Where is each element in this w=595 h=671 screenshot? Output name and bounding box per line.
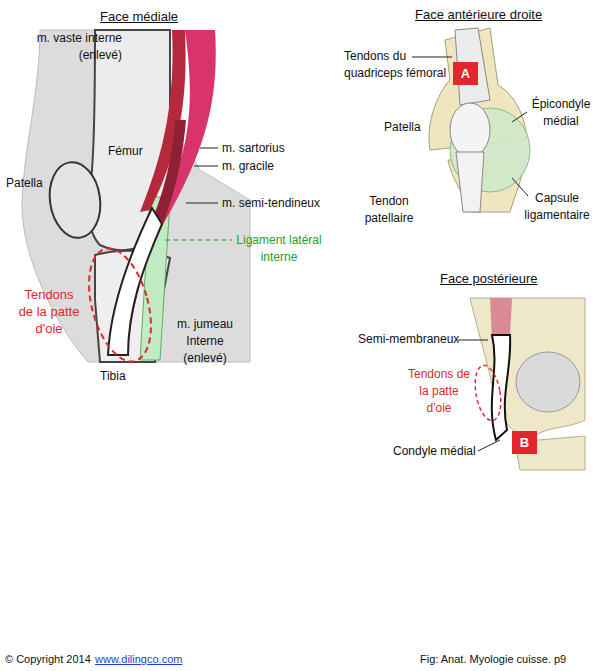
muscle-label: m. semi-tendineux — [222, 195, 320, 212]
figure-caption: Fig: Anat. Myologie cuisse. p9 — [420, 651, 566, 668]
bone-label: Épicondyle médial — [530, 96, 592, 130]
tendon-label: Tendon patellaire — [356, 193, 422, 227]
view-heading: Face médiale — [100, 8, 178, 25]
callout-box: A — [453, 62, 478, 85]
bone-label: Patella — [384, 119, 421, 136]
bone-label: Patella — [6, 175, 43, 192]
muscle-label: m. gracile — [222, 158, 274, 175]
muscle-label: m. vaste interne (enlevé) — [4, 30, 122, 64]
website-link: www.dilingco.com — [95, 651, 182, 668]
bone-label: Tibia — [100, 368, 126, 385]
copyright-note: © Copyright 2014 — [5, 651, 91, 668]
muscle-label: Semi-membraneux — [358, 331, 459, 348]
callout-letter: A — [461, 66, 470, 81]
callout-box: B — [512, 431, 537, 454]
callout-letter: B — [520, 435, 529, 450]
tendon-label: Tendons de la patte d'oie — [406, 366, 472, 417]
tendon-label: Tendons de la patte d'oie — [16, 286, 82, 337]
muscle-label: m. sartorius — [222, 140, 285, 157]
capsule-label: Capsule ligamentaire — [522, 190, 592, 224]
bone-label: Condyle médial — [393, 443, 476, 460]
view-heading: Face antérieure droite — [415, 6, 542, 23]
view-heading: Face postérieure — [440, 270, 538, 287]
tendon-label: Tendons du quadriceps fémoral — [344, 48, 448, 82]
muscle-label: m. jumeau Interne (enlevé) — [172, 316, 238, 367]
bone-label: Fémur — [108, 143, 143, 160]
ligament-label: Ligament latéral interne — [236, 232, 322, 266]
